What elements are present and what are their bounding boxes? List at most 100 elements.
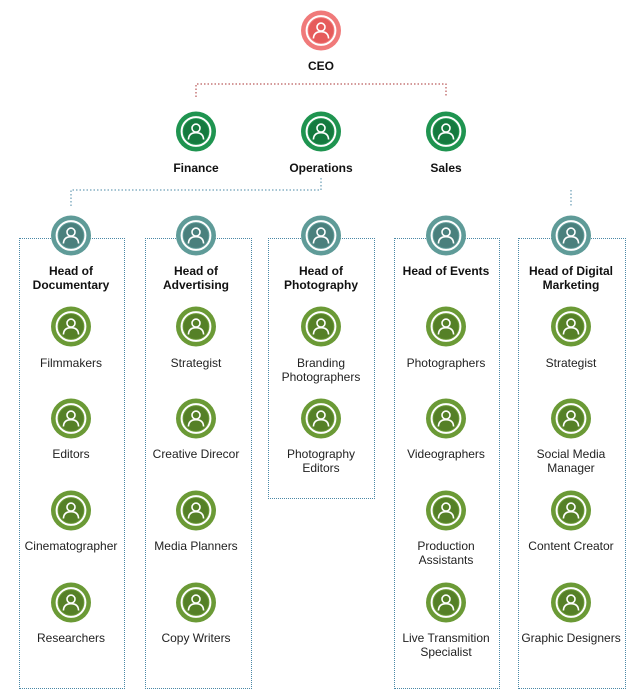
division-avatar-finance <box>175 111 217 158</box>
staff-label: Editors <box>52 447 89 461</box>
person-icon <box>426 306 466 347</box>
person-icon <box>551 215 591 256</box>
staff-avatar <box>425 306 467 353</box>
department-head-label-line: Head of <box>48 264 93 278</box>
person-icon <box>301 10 341 51</box>
person-icon <box>176 306 216 347</box>
department-head-label-line: Head of Events <box>402 264 490 278</box>
person-icon <box>426 111 466 152</box>
person-icon <box>551 490 591 531</box>
ceo-connector <box>195 83 447 97</box>
person-icon <box>426 215 466 256</box>
staff-label-line: Branding <box>296 356 346 370</box>
department-head-label-line: Head of <box>173 264 219 278</box>
staff-label-line: Strategist <box>170 356 222 370</box>
staff-label: Creative Direcor <box>153 447 240 461</box>
staff-label-line: Graphic Designers <box>521 631 621 645</box>
person-icon <box>51 582 91 623</box>
person-icon <box>301 306 341 347</box>
person-icon <box>551 582 591 623</box>
person-icon <box>51 398 91 439</box>
operations-connector <box>70 178 572 206</box>
staff-avatar <box>175 490 217 537</box>
staff-label-line: Specialist <box>420 645 472 659</box>
staff-label-line: Editors <box>52 447 90 461</box>
staff-label-line: Strategist <box>545 356 597 370</box>
person-icon <box>51 215 91 256</box>
ceo-avatar <box>300 10 342 57</box>
division-label: Finance <box>173 161 219 175</box>
department-head-label-line: Head of <box>298 264 343 278</box>
division-avatar-operations <box>300 111 342 158</box>
person-icon <box>176 398 216 439</box>
department-head-label-line: Head of Digital <box>528 264 614 278</box>
department-head-label-line: Documentary <box>32 278 110 292</box>
staff-label-line: Researchers <box>36 631 106 645</box>
department-head-avatar <box>300 215 342 262</box>
person-icon <box>176 490 216 531</box>
person-icon <box>176 582 216 623</box>
staff-label: Cinematographer <box>25 539 118 553</box>
staff-avatar <box>50 582 92 629</box>
staff-label-line: Editors <box>302 461 340 475</box>
department-head-avatar <box>550 215 592 262</box>
person-icon <box>426 398 466 439</box>
ceo-label: CEO <box>307 59 335 73</box>
staff-label-line: Content Creator <box>528 539 614 553</box>
staff-label-line: Assistants <box>418 553 474 567</box>
staff-avatar <box>175 306 217 353</box>
person-icon <box>176 111 216 152</box>
staff-avatar <box>425 398 467 445</box>
staff-label-line: Copy Writers <box>161 631 231 645</box>
person-icon <box>301 111 341 152</box>
staff-label: Videographers <box>407 447 485 461</box>
staff-label-line: Filmmakers <box>40 356 102 370</box>
staff-label-line: Production <box>417 539 475 553</box>
staff-avatar <box>50 398 92 445</box>
person-icon <box>551 306 591 347</box>
department-head-label-line: Marketing <box>542 278 600 292</box>
person-icon <box>426 490 466 531</box>
staff-label: Filmmakers <box>40 356 102 370</box>
department-head-avatar <box>175 215 217 262</box>
staff-label: Copy Writers <box>161 631 230 645</box>
staff-label: Content Creator <box>528 539 613 553</box>
staff-avatar <box>175 398 217 445</box>
person-icon <box>426 582 466 623</box>
person-icon <box>51 490 91 531</box>
department-head-label-line: Advertising <box>162 278 230 292</box>
staff-avatar <box>550 306 592 353</box>
department-head-avatar <box>50 215 92 262</box>
person-icon <box>301 398 341 439</box>
staff-label: Strategist <box>171 356 222 370</box>
staff-label-line: Photographers <box>281 370 361 384</box>
staff-label-line: Creative Direcor <box>152 447 240 461</box>
staff-avatar <box>550 582 592 629</box>
staff-label-line: Live Transmition <box>402 631 490 645</box>
staff-label-line: Cinematographer <box>24 539 118 553</box>
staff-label: Media Planners <box>154 539 237 553</box>
staff-avatar <box>50 306 92 353</box>
staff-avatar <box>300 306 342 353</box>
staff-avatar <box>550 398 592 445</box>
staff-avatar <box>425 490 467 537</box>
person-icon <box>51 306 91 347</box>
staff-avatar <box>175 582 217 629</box>
staff-label: Graphic Designers <box>521 631 620 645</box>
staff-label: Strategist <box>546 356 597 370</box>
staff-label-line: Videographers <box>407 447 485 461</box>
staff-avatar <box>50 490 92 537</box>
department-head-avatar <box>425 215 467 262</box>
person-icon <box>551 398 591 439</box>
staff-avatar <box>550 490 592 537</box>
division-label: Operations <box>289 161 353 175</box>
